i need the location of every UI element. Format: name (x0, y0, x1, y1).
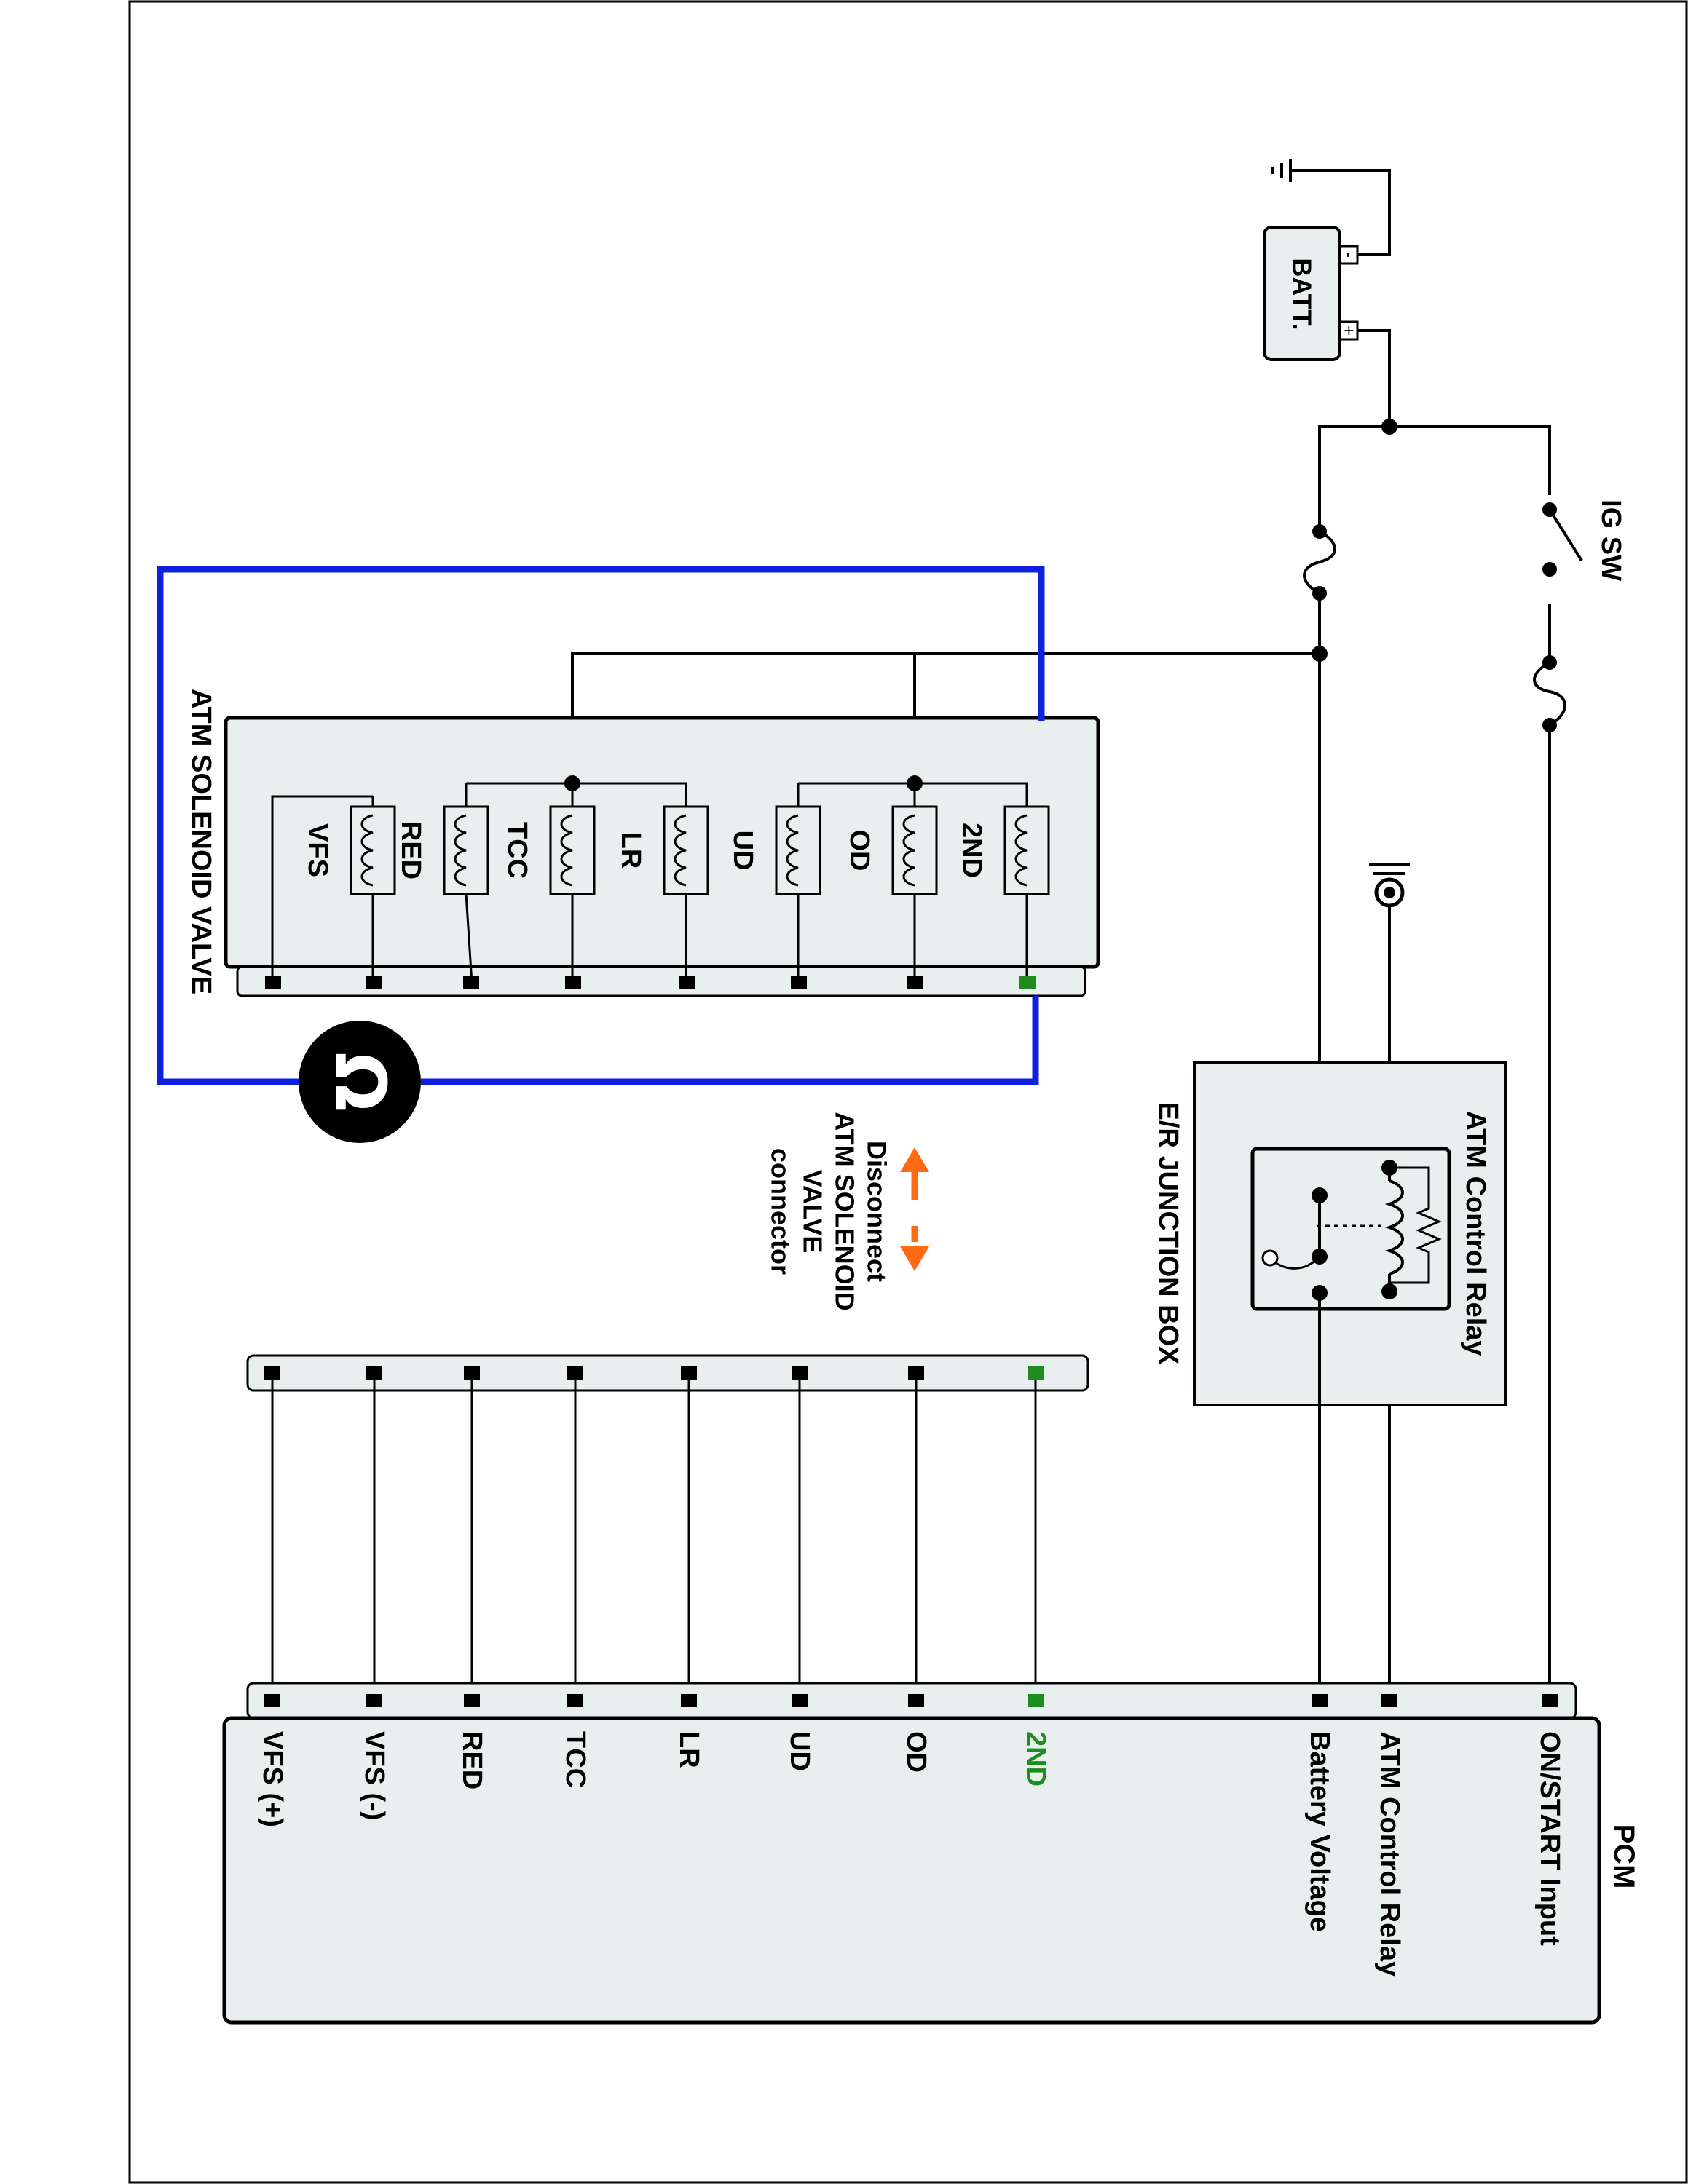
solenoid-label-od: OD (844, 830, 875, 871)
pcm-pins (264, 1694, 1558, 1707)
relay-label: ATM Control Relay (1460, 1110, 1491, 1356)
harness-connector-pins (264, 1366, 1044, 1380)
solenoid-valve-label: ATM SOLENOID VALVE (186, 689, 216, 994)
pcm: PCM (222, 1682, 1640, 2025)
solenoid-label-lr: LR (615, 832, 646, 869)
battery-minus-label: - (1339, 252, 1359, 258)
fuse-ig (1533, 655, 1566, 732)
solenoid-label-vfs: VFS (302, 823, 333, 877)
ig-switch-label: IG SW (1596, 499, 1626, 581)
junction-box-label: E/R JUNCTION BOX (1153, 1101, 1183, 1365)
solenoid-coil-winding (1014, 814, 1028, 887)
pcm-pin-2nd: 2ND (1020, 1731, 1051, 1787)
instruction-line-4: connector (766, 1148, 796, 1275)
solenoid-label-ud: UD (727, 831, 758, 871)
harness-connector (246, 1354, 1089, 1392)
meter-probe-wires (157, 566, 1045, 1085)
ohm-symbol: Ω (319, 1052, 401, 1112)
pcm-pin-ud: UD (784, 1731, 815, 1771)
pcm-pin-battery: Battery Voltage (1304, 1731, 1335, 1932)
solenoid-coil-winding (360, 814, 374, 887)
battery: - + BATT. (1263, 226, 1359, 361)
instruction-line-2: ATM SOLENOID (830, 1112, 860, 1310)
solenoid-coil-winding (560, 814, 573, 887)
solenoid-coils: 2ND OD UD LR TCC RED VFS (302, 805, 1050, 895)
solenoid-label-tcc: TCC (502, 822, 532, 879)
ig-switch: IG SW (1535, 495, 1626, 604)
pcm-pin-red: RED (457, 1731, 487, 1789)
solenoid-coil-winding (902, 814, 915, 887)
battery-label: BATT. (1287, 258, 1317, 330)
pcm-pin-on-start: ON/START Input (1534, 1731, 1565, 1946)
ground-symbol (1271, 159, 1391, 256)
fuse-battery (1303, 524, 1336, 601)
solenoid-coil-winding (674, 814, 687, 887)
disconnect-arrow (900, 1147, 929, 1271)
instruction-text: Disconnect ATM SOLENOID VALVE connector (766, 1112, 892, 1310)
pcm-pin-vfs-minus: VFS (-) (359, 1731, 390, 1820)
junction-box: E/R JUNCTION BOX ATM Control Relay (1153, 1061, 1507, 1406)
instruction-line-3: VALVE (798, 1170, 828, 1254)
solenoid-coil-winding (454, 814, 467, 887)
harness-wires (271, 1373, 1037, 1698)
solenoid-coil-box (350, 805, 396, 895)
ohmmeter: Ω (299, 1021, 421, 1143)
instruction-line-1: Disconnect (862, 1141, 892, 1282)
battery-plus-label: + (1339, 325, 1359, 336)
relay-ground-symbol (1369, 863, 1410, 908)
pcm-pin-vfs-plus: VFS (+) (257, 1731, 288, 1827)
pcm-pin-lr: LR (674, 1731, 704, 1768)
battery-plus-wire (1357, 329, 1391, 427)
valve-connector-pins (265, 976, 1036, 989)
pcm-label: PCM (1608, 1824, 1640, 1889)
pcm-pin-od: OD (901, 1731, 931, 1773)
pcm-pin-tcc: TCC (560, 1731, 591, 1788)
solenoid-label-2nd: 2ND (956, 823, 987, 878)
solenoid-coil-winding (786, 814, 799, 887)
solenoid-label-red: RED (395, 821, 426, 879)
solenoid-valve: ATM SOLENOID VALVE (186, 689, 1100, 997)
pcm-pin-relay: ATM Control Relay (1374, 1731, 1405, 1977)
relay (1261, 1160, 1442, 1698)
page-frame (128, 0, 1688, 2184)
pcm-pin-labels: ON/START Input ATM Control Relay Battery… (257, 1731, 1565, 1977)
